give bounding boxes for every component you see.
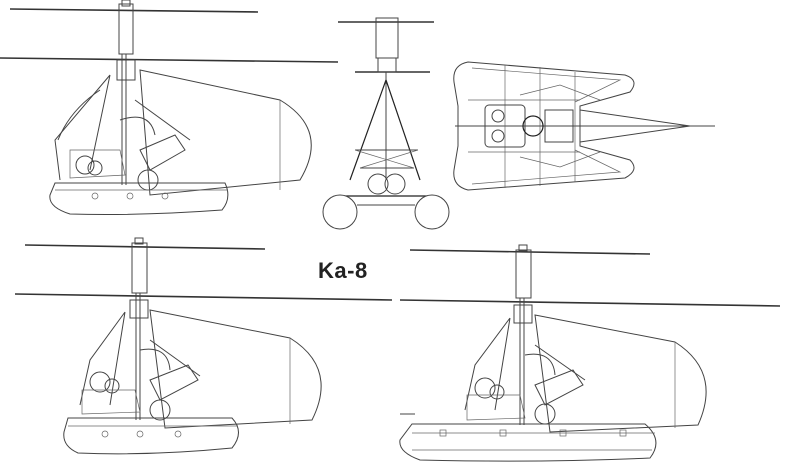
side-view-top-left (0, 0, 339, 215)
top-view (453, 61, 715, 191)
side-view-bottom-right (399, 244, 781, 462)
aircraft-label: Ka-8 (318, 258, 368, 283)
front-view (322, 17, 450, 230)
side-view-bottom-left (14, 237, 393, 455)
